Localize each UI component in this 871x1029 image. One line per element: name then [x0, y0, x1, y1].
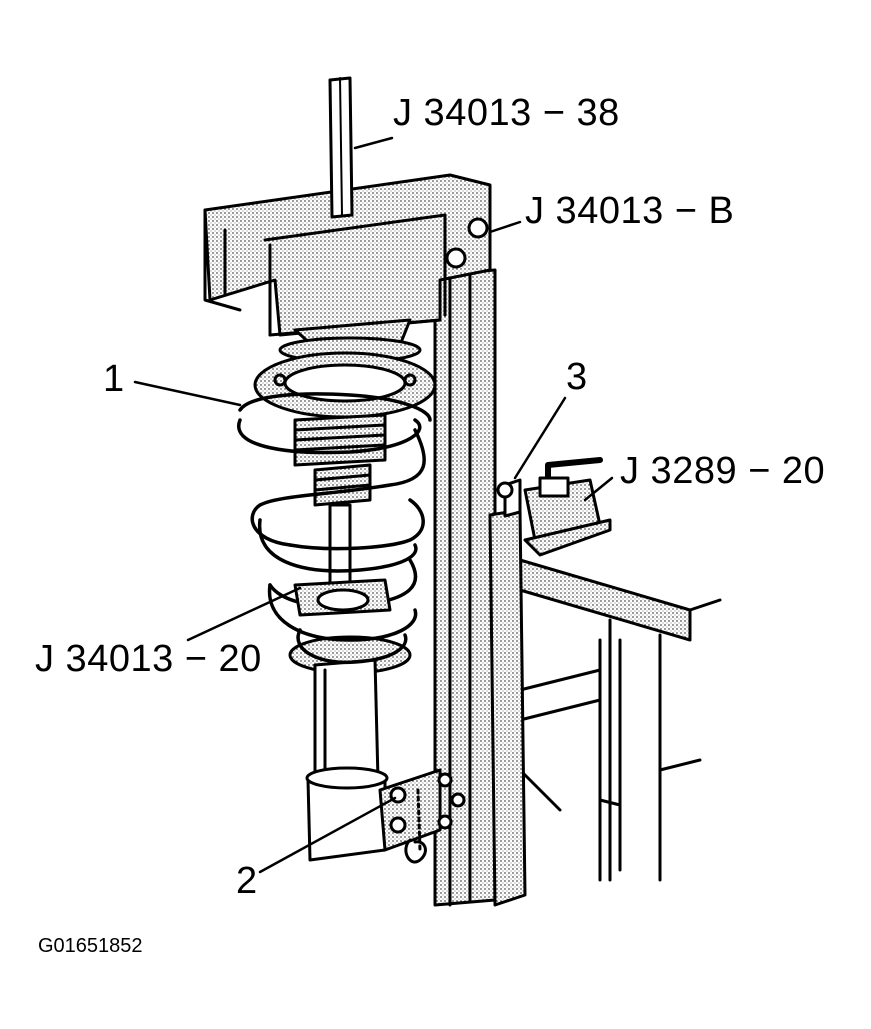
callout-j34013-20: J 34013 − 20 [35, 638, 262, 680]
callout-j34013-38: J 34013 − 38 [393, 92, 620, 134]
callout-j34013-b: J 34013 − B [525, 190, 735, 232]
figure-id: G01651852 [38, 935, 143, 957]
leader-lines [133, 136, 614, 874]
lower-spring-adapter [293, 578, 392, 617]
upper-mount-plate [253, 351, 437, 419]
lower-bracket [378, 768, 466, 864]
callout-j3289-20: J 3289 − 20 [620, 450, 826, 492]
hydraulic-ram [488, 457, 612, 907]
workbench [518, 558, 722, 882]
callout-item-3: 3 [566, 356, 588, 398]
threaded-rod [328, 76, 354, 219]
callout-item-2: 2 [236, 860, 258, 902]
callout-item-1: 1 [103, 358, 125, 400]
frame-column [433, 268, 497, 907]
